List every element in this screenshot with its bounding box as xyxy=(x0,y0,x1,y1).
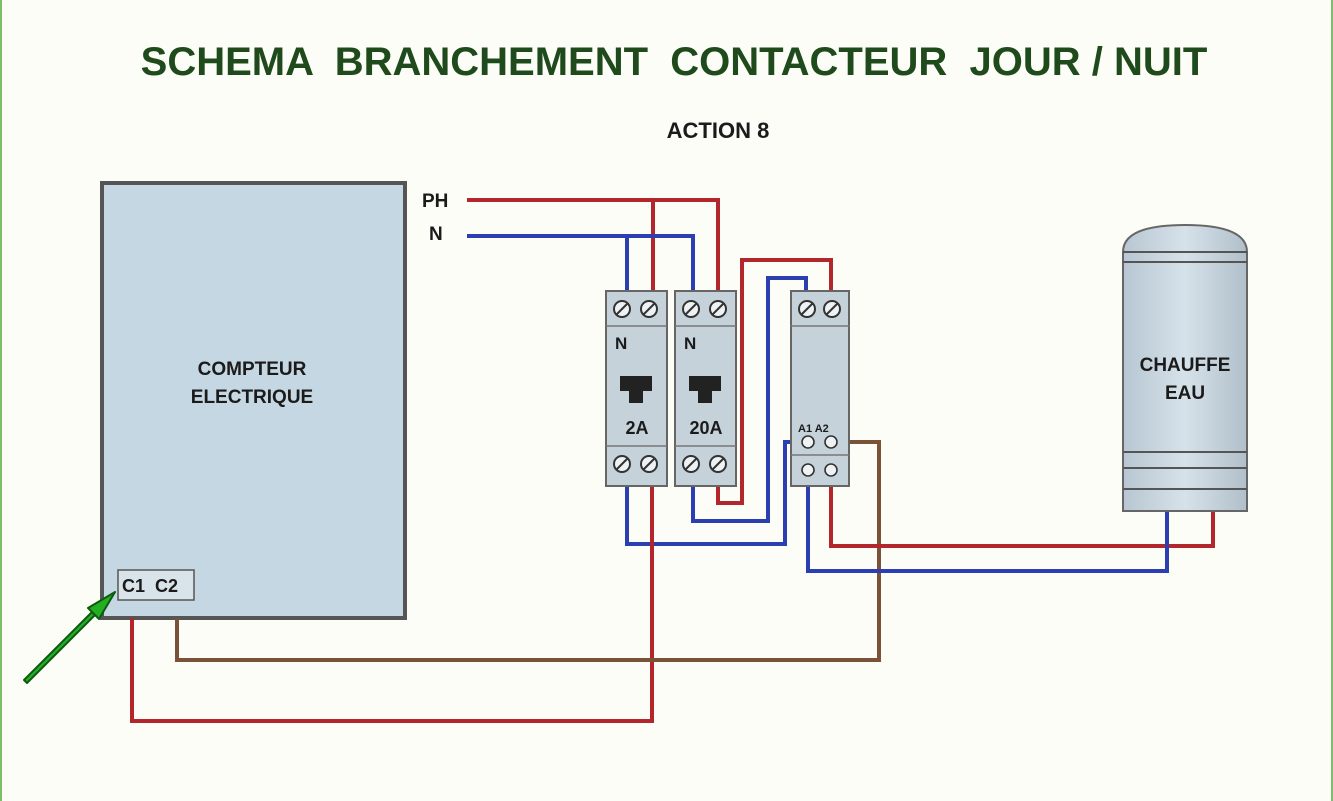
breaker-2a: N 2A xyxy=(605,290,668,487)
breaker-2a-rating: 2A xyxy=(625,418,648,438)
slotted-screw-icon xyxy=(613,300,658,473)
breaker-toggle-icon xyxy=(689,376,721,403)
electric-meter: COMPTEUR ELECTRIQUE C1 C2 xyxy=(100,181,407,620)
slotted-screw-icon xyxy=(682,300,727,473)
meter-terminals-label: C1 C2 xyxy=(122,576,178,596)
water-heater-label-line2: EAU xyxy=(1165,383,1205,404)
breaker-2a-neutral-mark: N xyxy=(615,334,627,353)
breaker-20a: N 20A xyxy=(674,290,737,487)
phase-20a-to-contactor-wire xyxy=(716,258,833,505)
water-heater: CHAUFFE EAU xyxy=(1122,223,1248,512)
breaker-toggle-icon xyxy=(620,376,652,403)
control-a2-to-c2-wire xyxy=(175,440,881,662)
contactor-terminals xyxy=(801,435,838,477)
green-arrow-icon xyxy=(23,591,116,684)
meter-label-line2: ELECTRIQUE xyxy=(191,387,313,408)
phase-supply-wire xyxy=(467,198,720,292)
day-night-contactor: A1 A2 xyxy=(790,290,850,487)
meter-label-line1: COMPTEUR xyxy=(198,359,307,380)
supply-neutral-label: N xyxy=(429,224,443,245)
phase-2a-to-c1-wire xyxy=(130,484,654,723)
diagram-subtitle: ACTION 8 xyxy=(667,118,770,143)
phase-to-heater-wire xyxy=(829,484,1215,548)
wires xyxy=(130,198,1215,723)
breaker-20a-neutral-mark: N xyxy=(684,334,696,353)
neutral-to-heater-wire xyxy=(806,484,1169,573)
diagram-title: SCHEMA BRANCHEMENT CONTACTEUR JOUR / NUI… xyxy=(141,40,1208,84)
neutral-supply-wire xyxy=(467,234,695,292)
supply-phase-label: PH xyxy=(422,191,448,212)
breaker-20a-rating: 20A xyxy=(689,418,722,438)
meter-terminal-block xyxy=(117,569,195,601)
slotted-screw-icon xyxy=(798,300,841,318)
neutral-20a-to-contactor-wire xyxy=(691,276,808,523)
contactor-coil-label: A1 A2 xyxy=(798,423,829,435)
neutral-2a-to-a1-wire xyxy=(625,440,799,546)
water-heater-label-line1: CHAUFFE xyxy=(1140,355,1231,376)
